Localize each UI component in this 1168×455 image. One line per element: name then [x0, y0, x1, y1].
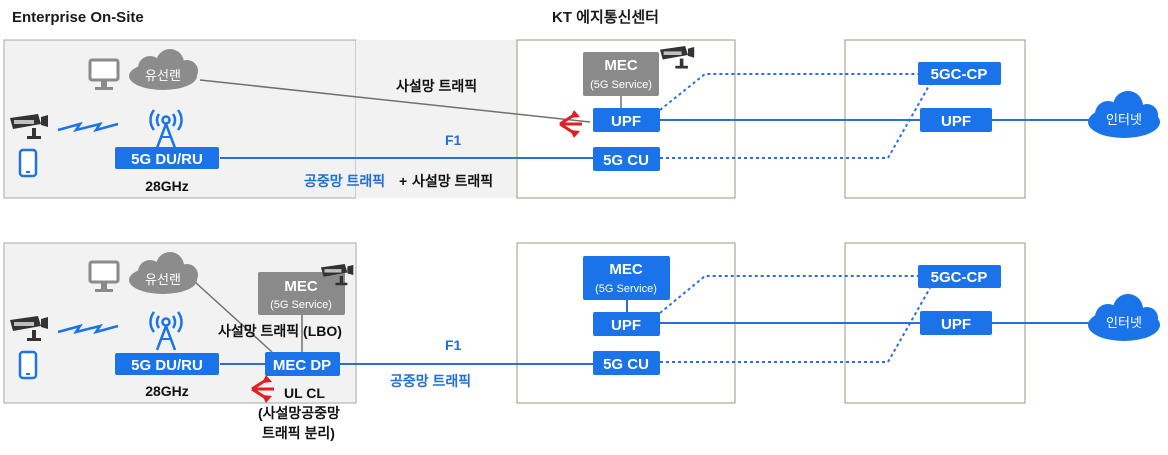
- wired-lan-label-bottom: 유선랜: [145, 272, 181, 287]
- lbo-label: 사설망 트래픽 (LBO): [218, 323, 342, 339]
- internet-label-bottom: 인터넷: [1106, 315, 1142, 330]
- cloud-icon: [129, 49, 198, 90]
- core-upf-label-top: UPF: [941, 113, 971, 130]
- mec-sub-top: (5G Service): [590, 79, 652, 91]
- private-traffic2-label-top: 사설망 트래픽: [412, 173, 493, 189]
- cu-box-bottom[interactable]: [593, 351, 660, 375]
- public-traffic-label-bottom: 공중망 트래픽: [390, 373, 471, 389]
- upf-cp-dashed-top: [659, 73, 918, 111]
- cloud-icon: [129, 252, 198, 294]
- core-cp-box-top[interactable]: [918, 62, 1001, 85]
- ulcl-label-3: 트래픽 분리): [262, 425, 335, 441]
- ulcl-label-1: UL CL: [284, 385, 325, 401]
- mec-box-bottom[interactable]: [583, 256, 670, 300]
- core-cp-label-top: 5GC-CP: [931, 66, 988, 83]
- internet-label-top: 인터넷: [1106, 112, 1142, 127]
- cloud-icon: [1088, 91, 1160, 138]
- cu-box-top[interactable]: [593, 147, 660, 171]
- cu-label-bottom: 5G CU: [603, 356, 649, 373]
- local-mec-sub: (5G Service): [270, 299, 332, 311]
- edge-center-header: KT 에지통신센터: [552, 9, 659, 26]
- cu-cp-dashed-top: [660, 83, 931, 159]
- wired-to-mecdp-line: [194, 281, 273, 353]
- core-upf-box-bottom[interactable]: [920, 311, 992, 335]
- du-ru-box-top[interactable]: [115, 147, 219, 169]
- mec-dp-label: MEC DP: [273, 357, 331, 374]
- du-ru-label-bottom: 5G DU/RU: [131, 357, 203, 374]
- local-mec-title: MEC: [284, 278, 318, 295]
- cu-label-top: 5G CU: [603, 152, 649, 169]
- f1-label-bottom: F1: [445, 337, 462, 353]
- upf-edge-label-top: UPF: [611, 113, 641, 130]
- private-traffic-label-top: 사설망 트래픽: [396, 78, 477, 94]
- du-ru-box-bottom[interactable]: [115, 353, 219, 375]
- mec-title-top: MEC: [604, 57, 638, 74]
- wired-lan-label-top: 유선랜: [145, 68, 181, 83]
- transport-area-top: [356, 40, 518, 198]
- freq-label-top: 28GHz: [145, 178, 189, 194]
- core-cp-box-bottom[interactable]: [918, 265, 1001, 288]
- public-traffic-label-top: 공중망 트래픽: [304, 173, 385, 189]
- smartphone-icon: [18, 350, 38, 380]
- freq-label-bottom: 28GHz: [145, 383, 189, 399]
- cloud-icon: [1088, 294, 1160, 341]
- mec-title-bottom: MEC: [609, 261, 643, 278]
- mec-sub-bottom: (5G Service): [595, 283, 657, 295]
- core-upf-label-bottom: UPF: [941, 316, 971, 333]
- cu-cp-dashed-bottom: [660, 287, 931, 363]
- f1-label-top: F1: [445, 132, 462, 148]
- ulcl-label-2: (사설망공중망: [258, 405, 340, 421]
- local-mec-box[interactable]: [258, 272, 345, 315]
- core-upf-box-top[interactable]: [920, 108, 992, 132]
- private-traffic-line-top: [199, 79, 591, 123]
- upf-edge-label-bottom: UPF: [611, 317, 641, 334]
- du-ru-label-top: 5G DU/RU: [131, 151, 203, 168]
- upf-edge-box-top[interactable]: [593, 108, 660, 132]
- upf-edge-box-bottom[interactable]: [593, 312, 660, 336]
- mec-dp-box[interactable]: [265, 352, 340, 376]
- upf-cp-dashed-bottom: [659, 275, 918, 314]
- smartphone-icon: [18, 148, 38, 178]
- mec-box-top[interactable]: [583, 52, 659, 96]
- plus-label-top: +: [399, 173, 407, 189]
- core-cp-label-bottom: 5GC-CP: [931, 269, 988, 286]
- enterprise-header: Enterprise On-Site: [12, 9, 144, 26]
